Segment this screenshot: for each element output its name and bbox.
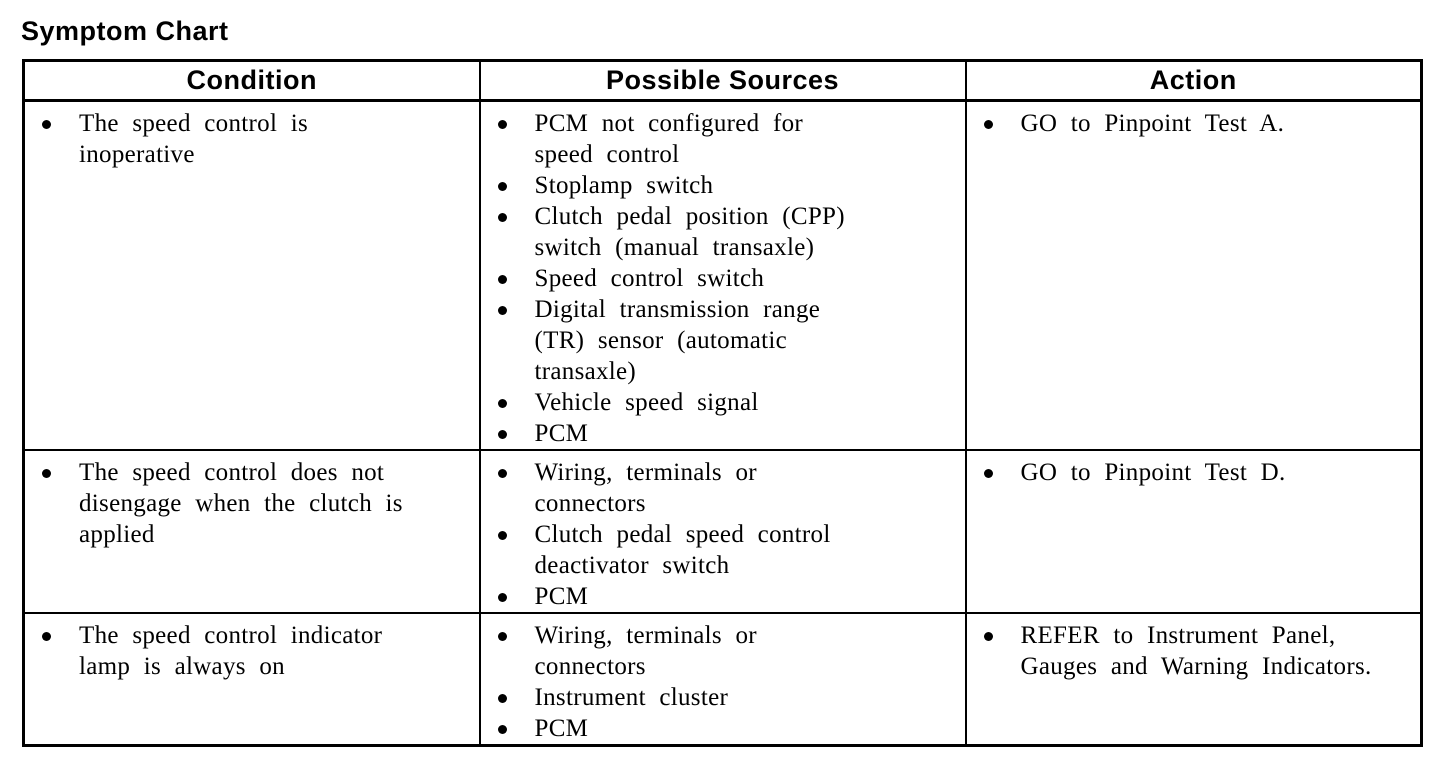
bullet-item: Clutch pedal position (CPP) switch (manu… bbox=[481, 201, 957, 263]
bullet-item: GO to Pinpoint Test A. bbox=[967, 108, 1413, 139]
bullet-item: Speed control switch bbox=[481, 263, 957, 294]
page-title: Symptom Chart bbox=[21, 16, 229, 46]
bullet-item: Clutch pedal speed control deactivator s… bbox=[481, 519, 957, 581]
bullet-list: REFER to Instrument Panel, Gauges and Wa… bbox=[967, 620, 1413, 682]
bullet-item: The speed control does not disengage whe… bbox=[25, 457, 471, 550]
bullet-list: GO to Pinpoint Test A. bbox=[967, 108, 1413, 139]
bullet-list: The speed control does not disengage whe… bbox=[25, 457, 471, 550]
cell-action: GO to Pinpoint Test D. bbox=[964, 449, 1423, 614]
column-header-action: Action bbox=[964, 60, 1423, 102]
cell-condition: The speed control is inoperative bbox=[22, 99, 481, 451]
bullet-item: Wiring, terminals or connectors bbox=[481, 620, 957, 682]
bullet-item: PCM bbox=[481, 581, 957, 612]
header-row: Condition Possible Sources Action bbox=[22, 60, 1423, 102]
table-row: The speed control does not disengage whe… bbox=[22, 449, 1423, 614]
bullet-item: Stoplamp switch bbox=[481, 170, 957, 201]
bullet-item: PCM not configured for speed control bbox=[481, 108, 957, 170]
bullet-item: The speed control indicator lamp is alwa… bbox=[25, 620, 471, 682]
cell-condition: The speed control does not disengage whe… bbox=[22, 449, 481, 614]
column-header-possible-sources: Possible Sources bbox=[478, 60, 967, 102]
bullet-item: Digital transmission range (TR) sensor (… bbox=[481, 294, 957, 387]
bullet-item: Vehicle speed signal bbox=[481, 387, 957, 418]
bullet-item: Wiring, terminals or connectors bbox=[481, 457, 957, 519]
bullet-item: GO to Pinpoint Test D. bbox=[967, 457, 1413, 488]
column-header-condition: Condition bbox=[22, 60, 481, 102]
bullet-item: PCM bbox=[481, 418, 957, 449]
cell-condition: The speed control indicator lamp is alwa… bbox=[22, 612, 481, 747]
symptom-chart-table: Condition Possible Sources Action The sp… bbox=[22, 59, 1423, 747]
bullet-item: The speed control is inoperative bbox=[25, 108, 471, 170]
table-row: The speed control indicator lamp is alwa… bbox=[22, 612, 1423, 747]
bullet-list: GO to Pinpoint Test D. bbox=[967, 457, 1413, 488]
bullet-item: Instrument cluster bbox=[481, 682, 957, 713]
bullet-list: The speed control indicator lamp is alwa… bbox=[25, 620, 471, 682]
bullet-item: REFER to Instrument Panel, Gauges and Wa… bbox=[967, 620, 1413, 682]
bullet-item: PCM bbox=[481, 713, 957, 744]
cell-action: REFER to Instrument Panel, Gauges and Wa… bbox=[964, 612, 1423, 747]
cell-action: GO to Pinpoint Test A. bbox=[964, 99, 1423, 451]
bullet-list: The speed control is inoperative bbox=[25, 108, 471, 170]
